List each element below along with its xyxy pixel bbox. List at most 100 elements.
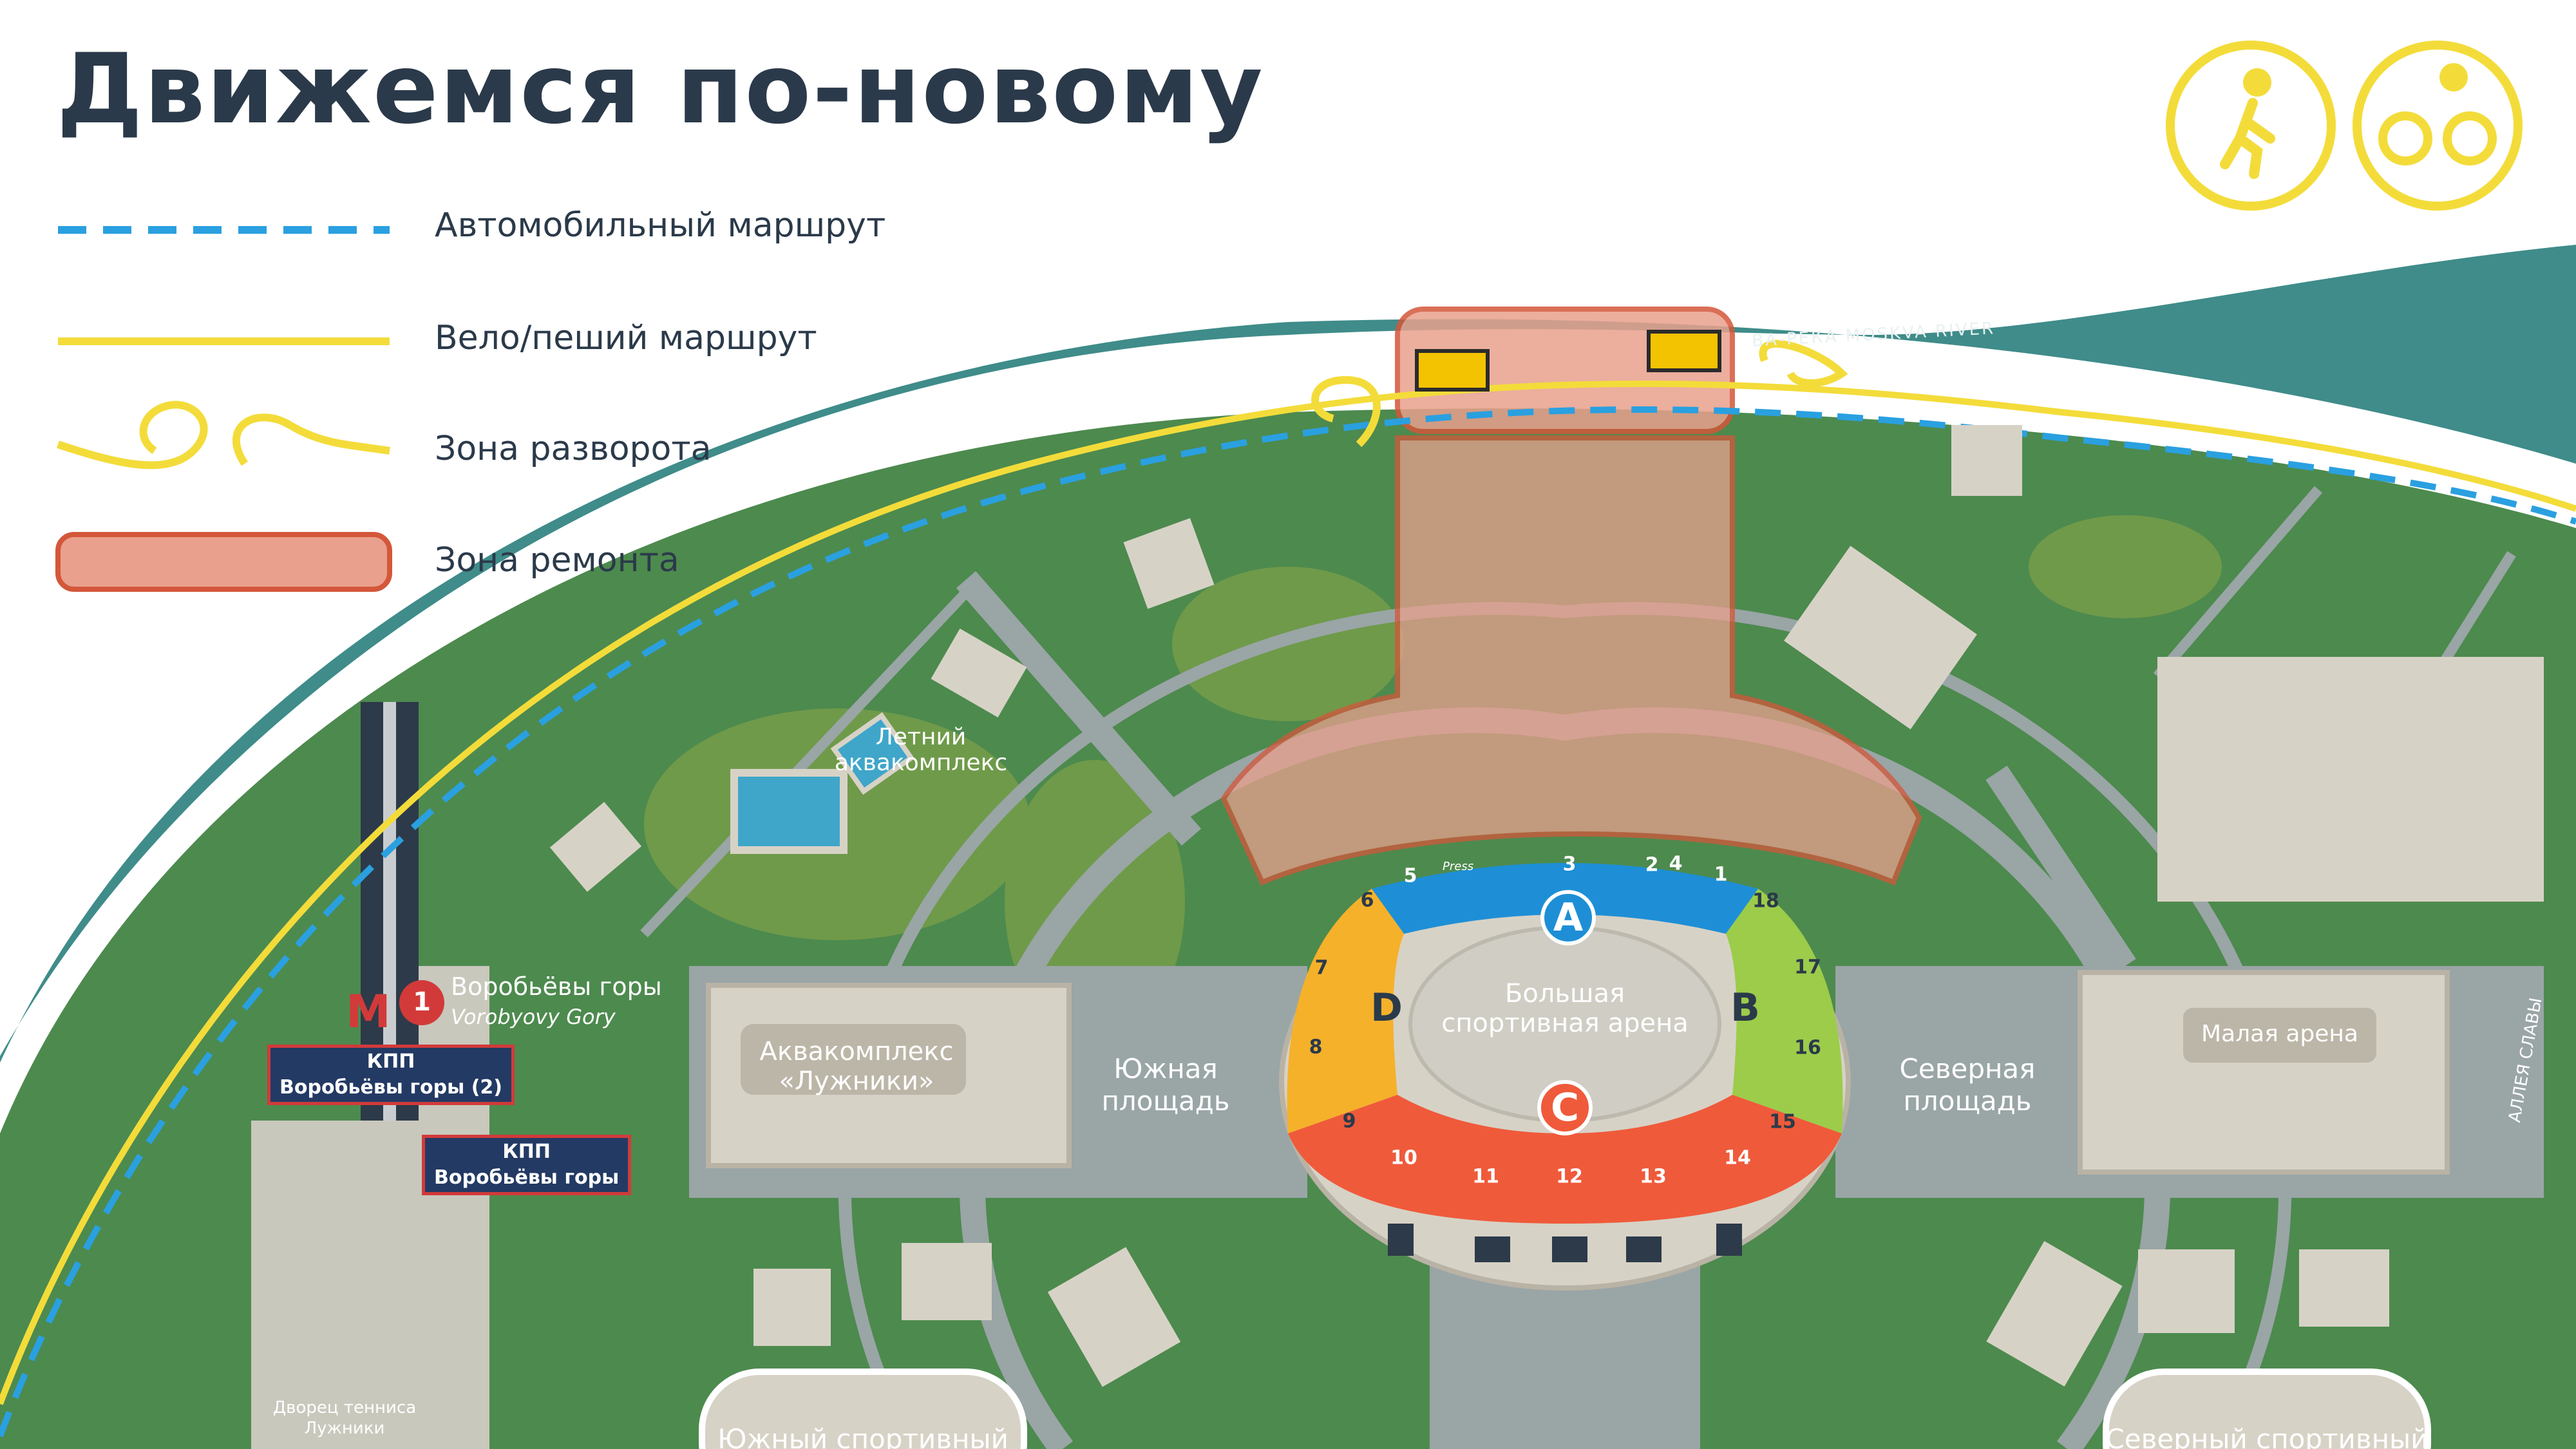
building <box>753 1269 831 1346</box>
stand-a-letter: A <box>1553 895 1584 940</box>
lawn <box>2029 515 2222 618</box>
sector-label: 9 <box>1342 1110 1356 1133</box>
building <box>1047 1247 1181 1387</box>
stadium-entrance <box>1552 1236 1587 1262</box>
sector-label: 8 <box>1309 1036 1323 1059</box>
checkpoint-vorobyovy-gory: КПП Воробьёвы горы <box>422 1135 632 1195</box>
stadium-entrance <box>1388 1224 1414 1256</box>
sector-label: 10 <box>1390 1146 1417 1170</box>
north-sport-hall <box>2103 1368 2431 1449</box>
railway-embankment <box>251 1121 419 1449</box>
sector-label: 1 <box>1714 863 1728 886</box>
building <box>931 629 1027 717</box>
summer-aqua-label: Летний аквакомплекс <box>834 724 1008 776</box>
sector-label: 18 <box>1752 889 1779 913</box>
sector-label: 17 <box>1794 956 1821 979</box>
metro-station-en: Vorobyovy Gory <box>451 1005 616 1029</box>
aqua-complex-roof <box>741 1024 966 1095</box>
car-route <box>0 406 2576 1437</box>
stand-c <box>1288 1095 1842 1224</box>
uturn-route <box>1311 375 1381 448</box>
pedestrian-icon-head <box>2243 68 2271 97</box>
walkway <box>956 571 1202 846</box>
river-water <box>0 245 2576 1063</box>
small-arena-building <box>2078 970 2450 1175</box>
stand-d <box>1287 889 1404 1133</box>
north-sport-label: Северный спортивный <box>2105 1423 2429 1449</box>
stand-a-badge <box>1540 890 1596 945</box>
sector-label: 7 <box>1314 956 1329 980</box>
legend-uturn-sample <box>57 401 208 469</box>
legend-repair-sample <box>55 532 392 592</box>
checkpoint-name: Воробьёвы горы (2) <box>279 1076 503 1099</box>
stand-c-letter: C <box>1550 1085 1580 1130</box>
sector-label: 16 <box>1794 1036 1821 1059</box>
sector-label: 5 <box>1403 864 1417 887</box>
legend-uturn-zone: Зона разворота <box>435 430 712 468</box>
north-square-label: Северная площадь <box>1899 1053 2036 1117</box>
big-arena-label: Большая спортивная арена <box>1441 979 1689 1038</box>
legend-bike-route: Вело/пеший маршрут <box>435 319 817 357</box>
bicycle-icon-head <box>2439 63 2468 91</box>
stadium-entrance <box>1475 1236 1510 1262</box>
page-title: Движемся по-новому <box>57 33 1264 146</box>
repair-zone-plaza <box>1220 435 1922 886</box>
tennis-palace-label: Дворец тенниса Лужники <box>272 1398 417 1438</box>
legend-repair-zone: Зона ремонта <box>435 541 679 580</box>
sector-label: 11 <box>1472 1165 1499 1188</box>
sector-label: 13 <box>1640 1165 1667 1188</box>
bicycle-icon <box>2353 41 2523 211</box>
stand-b <box>1726 889 1843 1133</box>
stand-d-letter: D <box>1370 985 1403 1030</box>
legend-uturn-sample <box>232 413 390 466</box>
stadium-entrance <box>1626 1236 1662 1262</box>
building <box>830 712 915 795</box>
metro-line-number: 1 <box>413 987 431 1017</box>
press-label: Press <box>1443 860 1474 873</box>
building <box>1951 425 2022 496</box>
stand-b-letter: B <box>1730 985 1760 1030</box>
walkway <box>640 589 970 938</box>
small-arena-roof <box>2183 1008 2376 1063</box>
small-arena-label: Малая арена <box>2201 1021 2358 1047</box>
building <box>902 1243 992 1320</box>
sector-label: 14 <box>1724 1146 1751 1170</box>
south-sport-hall <box>699 1368 1027 1449</box>
bicycle-icon-wheel <box>2378 111 2432 166</box>
stadium-entrance <box>1716 1224 1742 1256</box>
walkway <box>1985 765 2136 974</box>
south-sport-label: Южный спортивный <box>717 1423 1009 1449</box>
building <box>549 802 642 892</box>
railway-embankment <box>419 966 489 1449</box>
road-barrier <box>1415 349 1490 392</box>
sector-label: 3 <box>1562 853 1577 876</box>
legend-car-route: Автомобильный маршрут <box>435 206 886 245</box>
building <box>2138 1249 2235 1333</box>
sector-label: 4 <box>1669 852 1683 875</box>
walkway <box>2153 486 2323 680</box>
building <box>1986 1241 2123 1387</box>
aqua-complex-label: Аквакомплекс «Лужники» <box>759 1037 954 1096</box>
sector-label: 2 <box>1645 853 1659 876</box>
road-barrier <box>1647 330 1721 372</box>
building <box>2299 1249 2389 1327</box>
checkpoint-name: Воробьёвы горы <box>434 1166 620 1189</box>
checkpoint-title: КПП <box>366 1050 415 1073</box>
checkpoint-vorobyovy-gory-2: КПП Воробьёвы горы (2) <box>267 1045 515 1105</box>
pedestrian-icon-body <box>2220 98 2275 179</box>
sector-label: 15 <box>1769 1110 1796 1133</box>
metro-icon: М <box>346 985 391 1038</box>
building <box>1123 518 1215 609</box>
sector-label: 6 <box>1360 889 1374 912</box>
stand-c-badge <box>1537 1080 1593 1135</box>
building <box>2157 657 2544 902</box>
sector-label: 12 <box>1556 1165 1583 1188</box>
building <box>1784 545 1977 730</box>
pool <box>730 769 848 854</box>
uturn-route <box>1759 339 1848 387</box>
checkpoint-title: КПП <box>502 1141 551 1163</box>
metro-station-ru: Воробьёвы горы <box>451 972 662 1001</box>
metro-line-badge <box>399 980 444 1025</box>
